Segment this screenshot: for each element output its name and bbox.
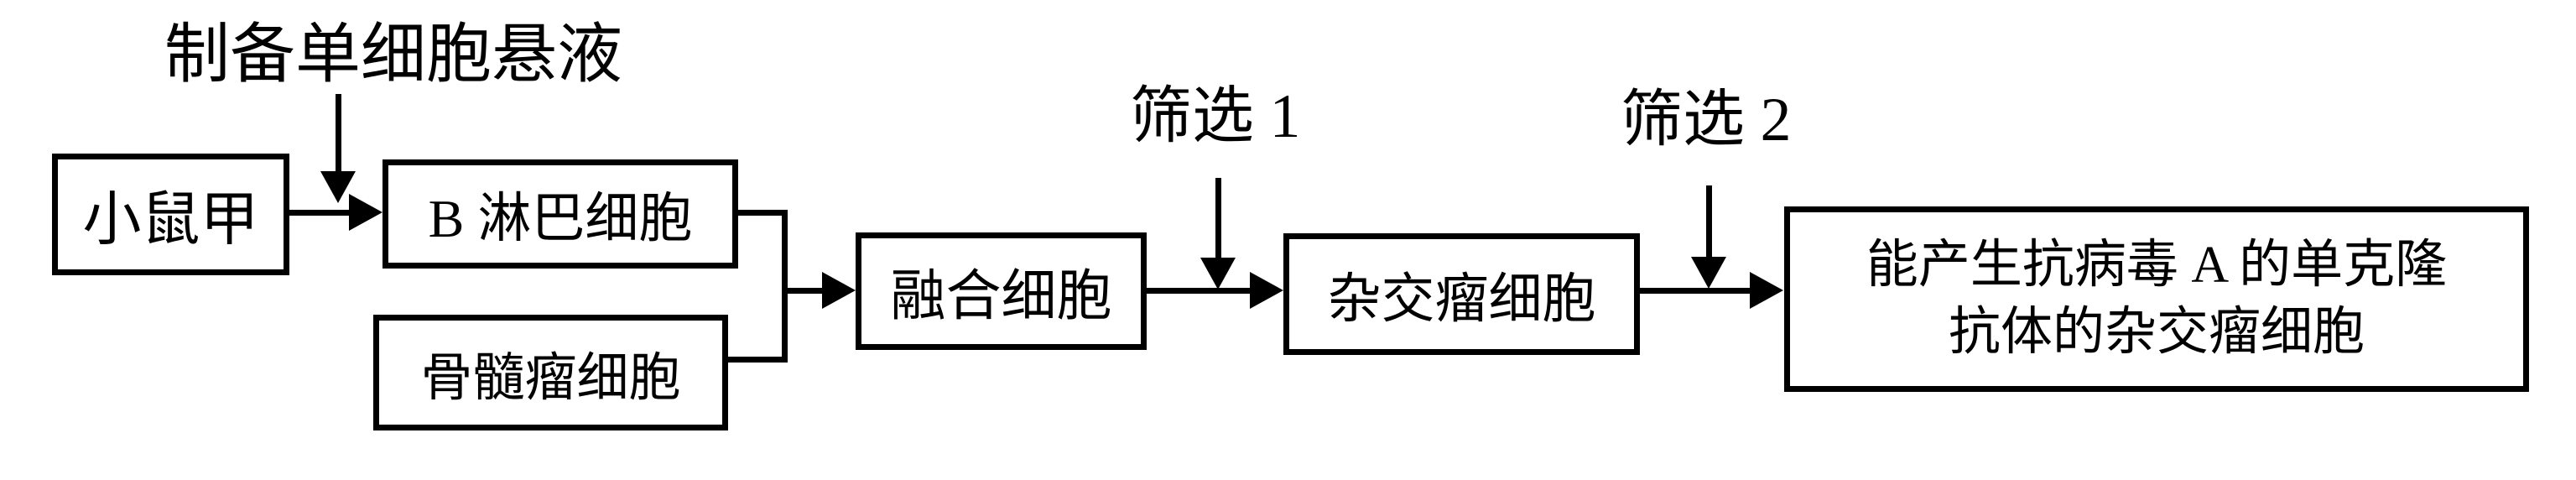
box-b-lymphocyte-label: B 淋巴细胞 [428, 189, 693, 248]
arrow-shaft [1706, 185, 1712, 259]
connector-segment [782, 210, 788, 363]
box-myeloma-cell-label: 骨髓瘤细胞 [420, 350, 681, 407]
box-mouse-a-label: 小鼠甲 [82, 188, 259, 253]
arrow-shaft [1640, 288, 1751, 294]
arrowhead-right-icon [1250, 272, 1283, 309]
box-hybridoma-cell: 杂交瘤细胞 [1283, 233, 1640, 355]
box-monoclonal-hybridoma-label: 能产生抗病毒 A 的单克隆 抗体的杂交瘤细胞 [1866, 232, 2447, 366]
box-hybridoma-cell-label: 杂交瘤细胞 [1327, 269, 1596, 329]
box-b-lymphocyte: B 淋巴细胞 [382, 159, 738, 269]
arrow-shaft [289, 210, 351, 216]
label-prepare-single-cell-suspension: 制备单细胞悬液 [164, 18, 623, 91]
connector-segment [738, 210, 788, 216]
box-fused-cell: 融合细胞 [856, 232, 1147, 350]
final-box-line-2: 抗体的杂交瘤细胞 [1948, 303, 2365, 361]
box-myeloma-cell: 骨髓瘤细胞 [373, 315, 728, 430]
box-monoclonal-hybridoma: 能产生抗病毒 A 的单克隆 抗体的杂交瘤细胞 [1784, 206, 2529, 392]
arrow-shaft [1215, 178, 1221, 259]
label-screening-1: 筛选 1 [1130, 82, 1301, 151]
arrow-shaft [1147, 288, 1252, 294]
arrowhead-right-icon [349, 194, 382, 231]
arrowhead-right-icon [1750, 272, 1783, 309]
box-mouse-a: 小鼠甲 [52, 154, 289, 275]
arrowhead-down-icon [1200, 258, 1236, 290]
box-fused-cell-label: 融合细胞 [890, 266, 1112, 327]
final-box-line-1: 能产生抗病毒 A 的单克隆 [1866, 237, 2448, 295]
connector-segment [728, 357, 788, 363]
arrow-shaft [788, 288, 824, 294]
arrow-shaft [336, 94, 341, 174]
label-screening-2: 筛选 2 [1621, 86, 1792, 154]
arrowhead-down-icon [1691, 257, 1726, 289]
arrowhead-right-icon [822, 272, 856, 309]
